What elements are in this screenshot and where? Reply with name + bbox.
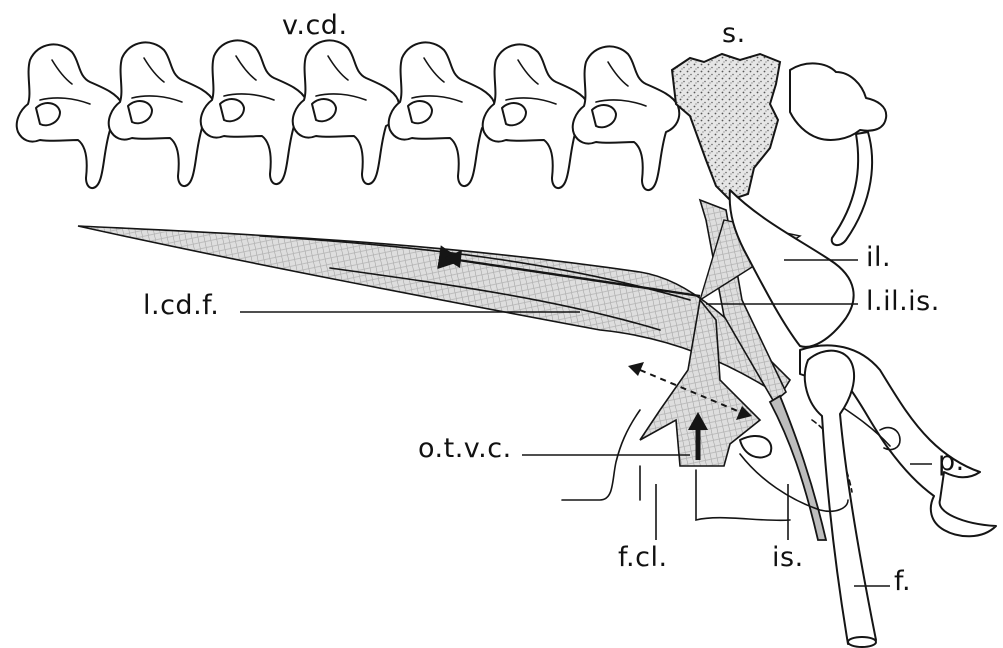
label-femoral-condyle: f.cl. xyxy=(618,542,668,573)
label-femur: f. xyxy=(894,566,911,597)
label-caudofemoral-ligament: l.cd.f. xyxy=(143,290,219,321)
label-ischium: is. xyxy=(772,542,804,573)
sacrum xyxy=(672,54,780,200)
ischium xyxy=(770,396,826,540)
ischium-notch xyxy=(740,436,771,458)
vertebra xyxy=(17,44,124,188)
vertebra-last xyxy=(790,63,886,140)
label-origin-tvc: o.t.v.c. xyxy=(418,433,512,464)
label-pubis: p. xyxy=(938,446,965,477)
label-caudal-vertebrae: v.cd. xyxy=(282,10,348,41)
vertebra-last-process xyxy=(832,132,872,245)
label-ilium: il. xyxy=(866,242,891,273)
label-ilioischiatic-ligament: l.il.is. xyxy=(866,286,940,317)
label-sacrum: s. xyxy=(722,18,746,49)
